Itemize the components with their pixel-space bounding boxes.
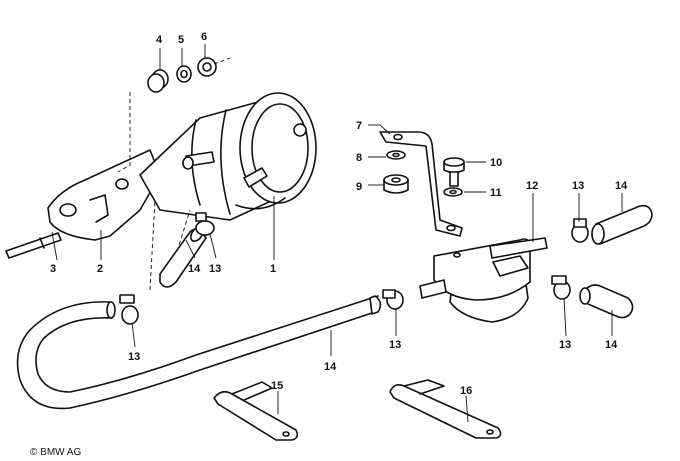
callout-11: 11 <box>490 187 502 199</box>
part-rod <box>5 232 62 259</box>
callout-14-left: 14 <box>188 263 201 275</box>
part-washer-11 <box>443 187 463 197</box>
part-short-hose-right-upper <box>591 204 653 245</box>
part-clip-16 <box>389 379 502 439</box>
callout-12: 12 <box>526 180 538 192</box>
part-clip-15 <box>213 381 299 441</box>
callout-13-filter-right: 13 <box>559 339 571 351</box>
part-long-hose <box>16 295 382 410</box>
part-washer-8 <box>386 150 406 160</box>
callout-13-lower-left: 13 <box>128 351 140 363</box>
callout-13-upper-right: 13 <box>572 180 584 192</box>
callout-2: 2 <box>97 263 103 275</box>
copyright-text: © BMW AG <box>30 447 81 458</box>
callout-9: 9 <box>356 181 362 193</box>
callout-4: 4 <box>156 34 163 46</box>
callout-13-left: 13 <box>209 263 221 275</box>
part-clamp-filter-left <box>382 289 404 310</box>
part-bracket <box>379 131 463 237</box>
callout-14-middle: 14 <box>324 361 337 373</box>
part-spacer <box>147 69 169 93</box>
callout-1: 1 <box>270 263 276 275</box>
part-clamp-filter-right-upper <box>571 218 589 243</box>
callout-3: 3 <box>50 263 56 275</box>
part-fuel-pump <box>139 92 317 221</box>
callout-8: 8 <box>356 152 362 164</box>
callout-labels: 1 2 3 4 5 6 7 8 9 10 11 12 13 14 14 13 1… <box>50 31 628 397</box>
callout-7: 7 <box>356 120 362 132</box>
part-nut-9 <box>383 174 409 194</box>
part-washer <box>176 65 192 83</box>
callout-5: 5 <box>178 34 184 46</box>
callout-13-filter-left: 13 <box>389 339 401 351</box>
part-bolt <box>443 157 465 187</box>
part-clamp-filter-right-lower <box>551 275 571 300</box>
callout-10: 10 <box>490 157 502 169</box>
callout-14-upper-right: 14 <box>615 180 628 192</box>
part-clamp-lower-left <box>119 294 139 325</box>
part-clamp-left-upper <box>195 212 215 236</box>
part-short-hose-right-lower <box>579 284 634 319</box>
part-filter-housing <box>419 237 548 323</box>
callout-15: 15 <box>271 380 283 392</box>
callout-6: 6 <box>201 31 207 43</box>
callout-14-lower-right: 14 <box>605 339 618 351</box>
part-nut <box>197 57 217 77</box>
callout-16: 16 <box>460 385 472 397</box>
part-mounting-bracket <box>47 149 161 241</box>
leader-lines <box>51 44 623 423</box>
part-short-hose-left <box>159 226 207 288</box>
